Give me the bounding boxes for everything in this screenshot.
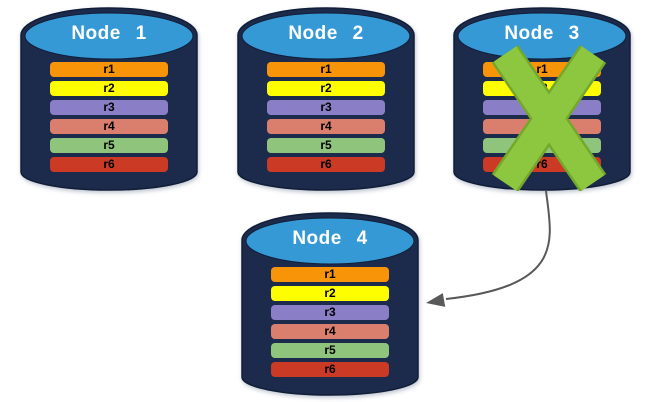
row-r4: r4: [50, 119, 168, 134]
row-r1: r1: [267, 62, 385, 77]
row-r2: r2: [50, 81, 168, 96]
node-2-rows: r1 r2 r3 r4 r5 r6: [267, 62, 385, 176]
node-4-title: Node 4: [292, 228, 368, 249]
row-r4: r4: [271, 324, 389, 339]
row-r4: r4: [267, 119, 385, 134]
row-r1: r1: [271, 267, 389, 282]
arrowhead-icon: [426, 293, 446, 307]
node-1-rows: r1 r2 r3 r4 r5 r6: [50, 62, 168, 176]
row-r5: r5: [271, 343, 389, 358]
replication-arrow: [426, 190, 551, 307]
cylinder-top: [245, 217, 415, 265]
row-r6: r6: [271, 362, 389, 377]
node-1: Node 1 r1 r2 r3 r4 r5 r6: [20, 7, 198, 191]
cylinder-top: [241, 12, 411, 60]
row-r2: r2: [267, 81, 385, 96]
cylinder-top: [24, 12, 194, 60]
node-3-title: Node 3: [504, 23, 580, 44]
row-r2: r2: [271, 286, 389, 301]
failure-cross-icon: [491, 44, 607, 191]
node-2: Node 2 r1 r2 r3 r4 r5 r6: [237, 7, 415, 191]
node-1-title: Node 1: [71, 23, 147, 44]
row-r6: r6: [50, 157, 168, 172]
row-r1: r1: [50, 62, 168, 77]
row-r3: r3: [50, 100, 168, 115]
cylinder-top: [457, 12, 627, 60]
row-r5: r5: [50, 138, 168, 153]
row-r5: r5: [267, 138, 385, 153]
node-2-title: Node 2: [288, 23, 364, 44]
node-4-rows: r1 r2 r3 r4 r5 r6: [271, 267, 389, 381]
row-r3: r3: [267, 100, 385, 115]
row-r6: r6: [267, 157, 385, 172]
node-4: Node 4 r1 r2 r3 r4 r5 r6: [241, 212, 419, 396]
row-r3: r3: [271, 305, 389, 320]
cross-stroke: [493, 46, 605, 191]
arrow-curve: [445, 190, 551, 300]
